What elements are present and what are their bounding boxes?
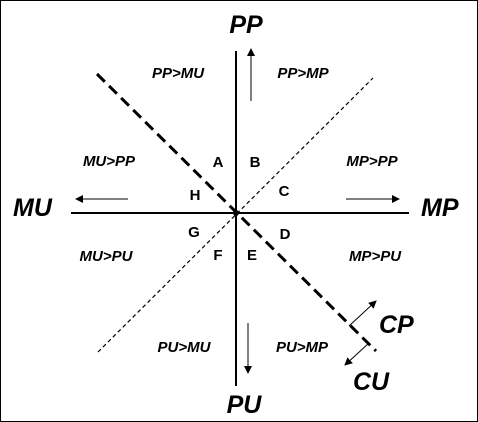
region-label-lower-left: MU>PU bbox=[80, 248, 134, 265]
cp-arrow bbox=[348, 300, 377, 327]
region-label-upper-left: MU>PP bbox=[83, 153, 136, 170]
sector-letter-d: D bbox=[280, 226, 291, 243]
axis-label-right: MP bbox=[421, 194, 459, 222]
diagonal-label-cu: CU bbox=[353, 368, 390, 396]
thin-dotted-diagonal bbox=[97, 77, 374, 353]
sector-letter-b: B bbox=[250, 154, 261, 171]
sector-letter-a: A bbox=[213, 154, 224, 171]
region-label-upper-right: MP>PP bbox=[346, 153, 398, 170]
origin-point bbox=[233, 210, 239, 216]
diagonal-label-cp: CP bbox=[379, 311, 414, 339]
sector-letter-g: G bbox=[188, 224, 200, 241]
sector-letter-c: C bbox=[279, 183, 290, 200]
axis-label-top: PP bbox=[229, 11, 263, 39]
sector-letter-h: H bbox=[190, 187, 201, 204]
region-label-bottom-left: PU>MU bbox=[158, 339, 212, 356]
sector-letter-f: F bbox=[213, 247, 222, 264]
axis-label-bottom: PU bbox=[227, 391, 263, 419]
region-label-bottom-right: PU>MP bbox=[276, 339, 329, 356]
region-label-top-right: PP>MP bbox=[277, 65, 329, 82]
axis-label-left: MU bbox=[13, 194, 53, 222]
sector-letter-e: E bbox=[247, 247, 257, 264]
cu-arrow bbox=[344, 342, 370, 366]
region-label-lower-right: MP>PU bbox=[349, 248, 402, 265]
region-label-top-left: PP>MU bbox=[152, 65, 205, 82]
